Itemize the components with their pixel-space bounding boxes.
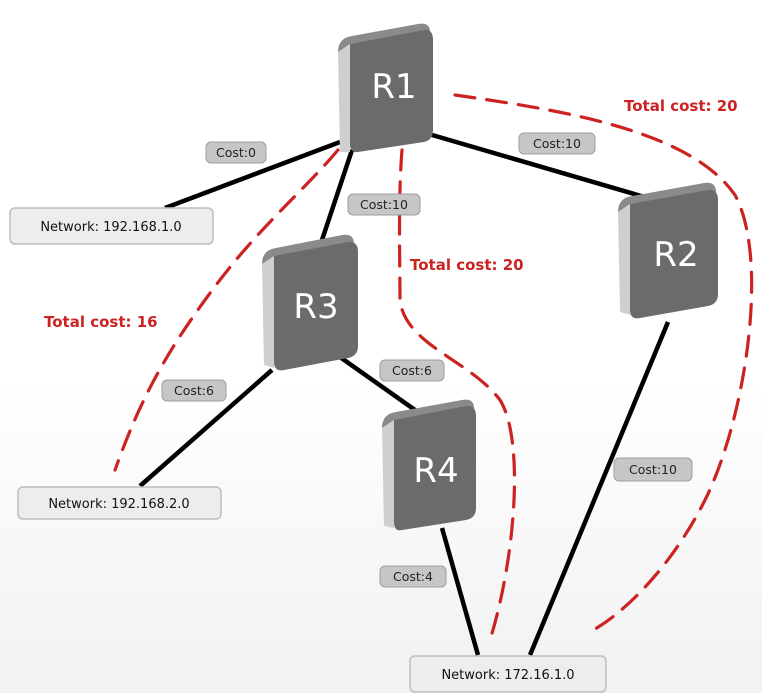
cost-text: Cost:4 (393, 569, 433, 584)
router-label: R2 (653, 235, 698, 275)
network-node-2: Network: 192.168.2.0 (17, 486, 222, 520)
cost-box (518, 132, 596, 155)
links (138, 127, 671, 656)
cost-label-r1-r3: Cost:10 (347, 193, 421, 216)
cost-box (613, 457, 693, 482)
cost-label-r1-r2: Cost:10 (518, 132, 596, 155)
router-side (382, 420, 394, 528)
router-r3: R3 (262, 234, 358, 371)
cost-text: Cost:6 (174, 383, 214, 398)
total-cost-label-left: Total cost: 16 (44, 313, 158, 331)
router-label: R1 (371, 67, 416, 107)
link-r1-r3 (319, 149, 355, 241)
link-r3-r4 (328, 348, 417, 412)
router-face (274, 241, 358, 371)
cost-box (379, 359, 445, 382)
router-r1: R1 (338, 23, 433, 153)
cost-label-r2-net3: Cost:10 (613, 457, 693, 482)
router-side (262, 256, 274, 368)
path-right-line (453, 93, 754, 634)
cost-label-r1-net1: Cost:0 (205, 141, 267, 164)
network-box (9, 207, 214, 245)
link-r4-net3 (439, 527, 481, 656)
link-r1-net1 (164, 139, 341, 211)
link-r2-net3 (527, 321, 671, 656)
router-label: R3 (293, 287, 338, 327)
network-label: Network: 192.168.2.0 (48, 497, 189, 512)
router-side (618, 204, 630, 315)
cost-text: Cost:10 (360, 197, 408, 212)
router-r4: R4 (382, 399, 476, 531)
cost-box (205, 141, 267, 164)
router-top (618, 182, 716, 212)
total-cost-label-right: Total cost: 20 (624, 97, 738, 115)
router-top (262, 234, 354, 264)
cost-text: Cost:10 (629, 462, 677, 477)
cost-text: Cost:0 (216, 145, 256, 160)
network-box (17, 486, 222, 520)
cost-label-r4-net3: Cost:4 (379, 565, 447, 588)
router-side (338, 44, 350, 152)
cost-text: Cost:10 (533, 136, 581, 151)
link-r3-net2 (138, 368, 274, 488)
cost-text: Cost:6 (392, 363, 432, 378)
link-r1-r2 (414, 127, 649, 201)
network-label: Network: 172.16.1.0 (441, 668, 574, 683)
cost-box (347, 193, 421, 216)
router-face (630, 189, 718, 319)
path-left-line (113, 148, 340, 472)
total-cost-label-middle: Total cost: 20 (410, 256, 524, 274)
router-label: R4 (413, 451, 458, 491)
network-node-3: Network: 172.16.1.0 (409, 655, 607, 693)
network-box (409, 655, 607, 693)
router-r2: R2 (618, 182, 718, 319)
router-face (394, 405, 476, 531)
dashed-paths (113, 93, 754, 642)
cost-box (379, 565, 447, 588)
cost-label-r3-r4: Cost:6 (379, 359, 445, 382)
router-face (350, 29, 433, 153)
network-label: Network: 192.168.1.0 (40, 220, 181, 235)
cost-label-r3-net2: Cost:6 (161, 379, 227, 402)
path-middle-line (397, 148, 517, 642)
cost-box (161, 379, 227, 402)
network-node-1: Network: 192.168.1.0 (9, 207, 214, 245)
